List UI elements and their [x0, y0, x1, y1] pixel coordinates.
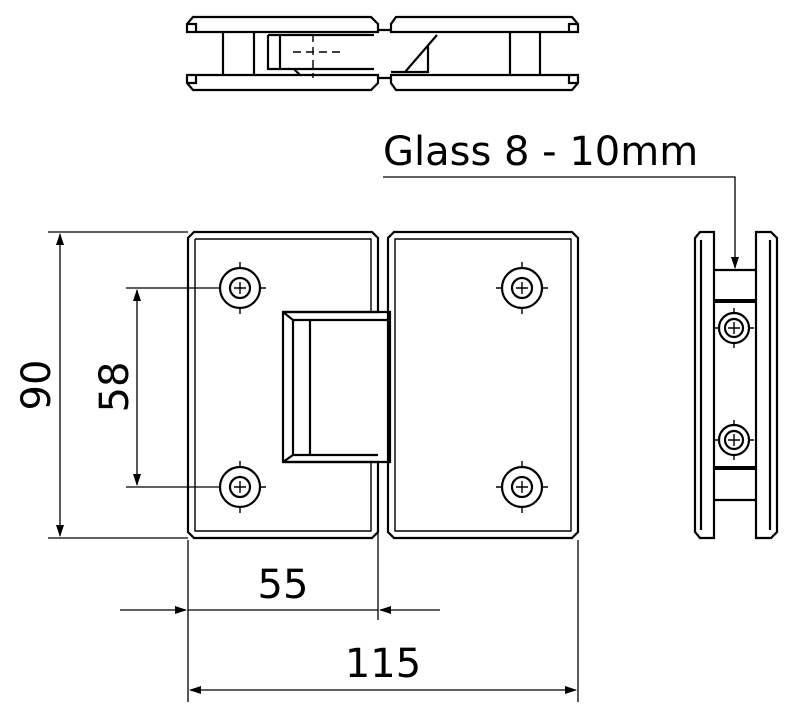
dimension-58: 58	[92, 287, 220, 488]
glass-thickness-label: Glass 8 - 10mm	[383, 129, 698, 175]
dimension-58-label: 58	[92, 362, 138, 413]
dimension-55-label: 55	[258, 562, 309, 608]
screw-hole-icon	[496, 262, 548, 314]
dimension-90: 90	[14, 231, 188, 539]
screw-hole-icon	[496, 461, 548, 513]
front-view	[186, 230, 580, 540]
glass-leader-arrow	[383, 176, 739, 269]
screw-icon	[714, 308, 754, 348]
dimension-90-label: 90	[14, 360, 60, 411]
screw-hole-icon	[218, 465, 262, 509]
dimension-55: 55	[120, 462, 440, 702]
screw-icon	[714, 420, 754, 460]
dimension-115-label: 115	[345, 641, 421, 687]
side-view	[693, 230, 779, 540]
screw-holes	[218, 262, 548, 513]
top-view	[185, 15, 580, 92]
dimension-115: 115	[189, 540, 579, 702]
screw-hole-icon	[218, 266, 262, 310]
